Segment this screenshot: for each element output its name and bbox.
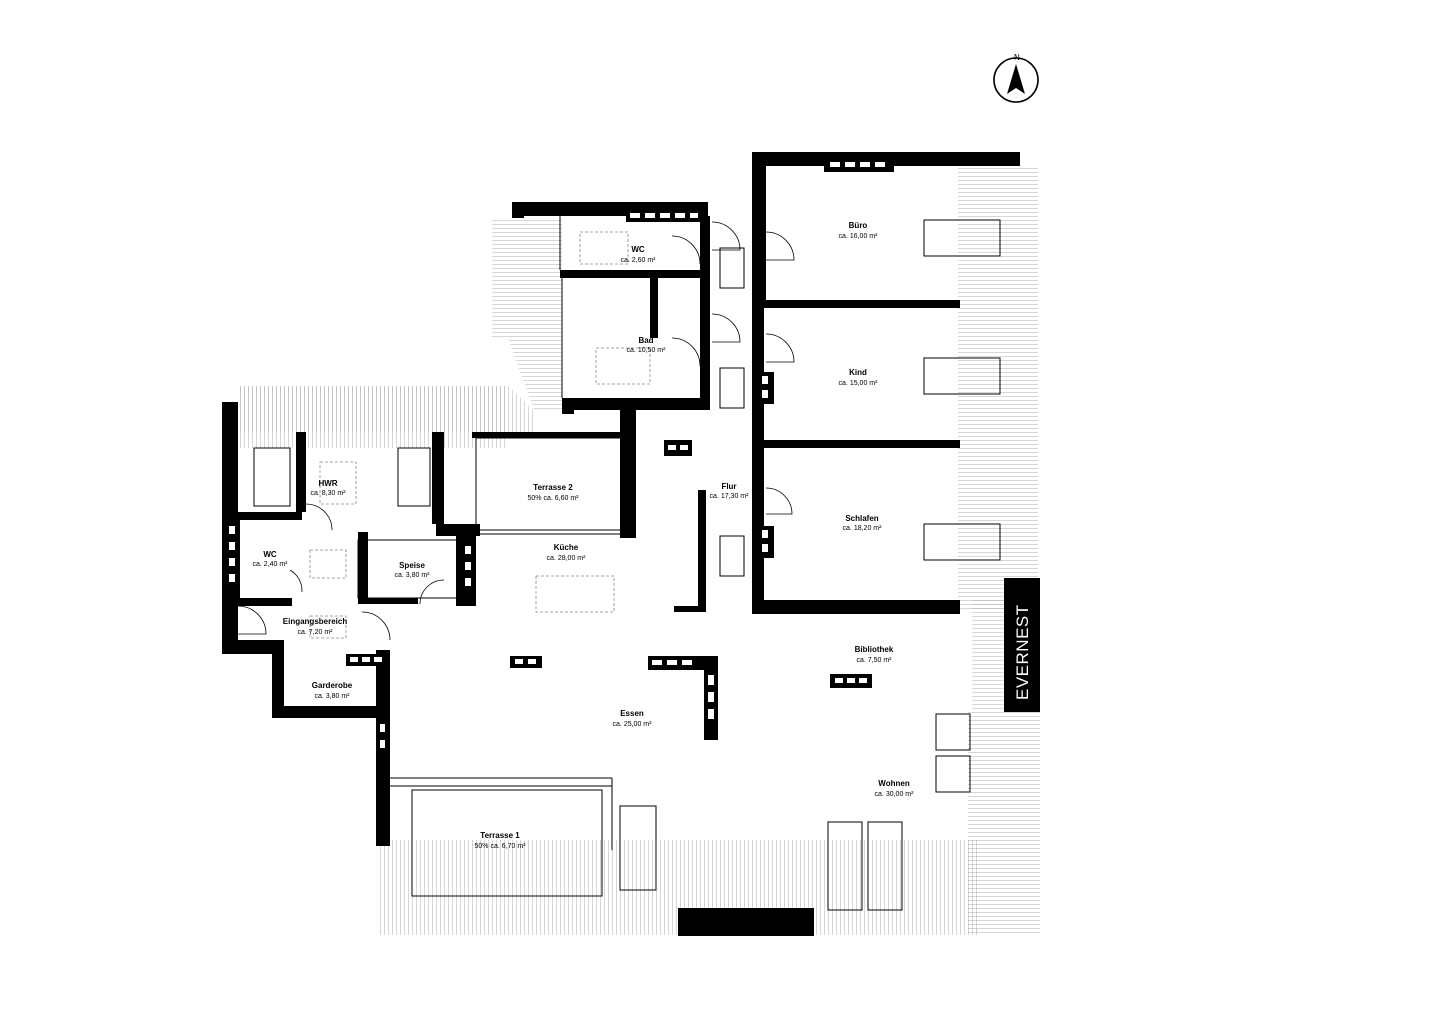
room-area: 50% ca. 6,70 m² (475, 843, 527, 850)
room-area: ca. 15,00 m² (839, 380, 879, 387)
room-area: ca. 25,00 m² (613, 721, 653, 728)
north-label: N (1014, 53, 1020, 62)
doors (237, 221, 795, 641)
room-area: ca. 28,00 m² (547, 555, 587, 562)
room-area: ca. 7,20 m² (297, 629, 333, 636)
room-name: Bibliothek (855, 645, 894, 654)
room-area: ca. 3,80 m² (314, 693, 350, 700)
room-name: WC (263, 550, 277, 559)
furniture (309, 231, 651, 639)
room-name: Speise (399, 561, 425, 570)
room-area: ca. 18,20 m² (843, 525, 883, 532)
brand-logo: EVERNEST (1013, 604, 1032, 700)
room-name: WC (631, 245, 645, 254)
room-name: Wohnen (878, 779, 910, 788)
room-area: ca. 8,30 m² (310, 490, 346, 497)
brand-bar (1004, 578, 1040, 712)
room-area: ca. 10,50 m² (627, 347, 667, 354)
room-name: Terrasse 1 (480, 831, 520, 840)
room-name: Kind (849, 368, 867, 377)
room-area: 50% ca. 6,60 m² (528, 495, 580, 502)
outlines (235, 216, 1001, 911)
room-name: Garderobe (312, 681, 353, 690)
room-name: HWR (318, 479, 337, 488)
room-labels: Büro ca. 16,00 m² WC ca. 2,60 m² Bad ca.… (252, 221, 914, 850)
room-area: ca. 7,50 m² (856, 657, 892, 664)
room-area: ca. 2,40 m² (252, 561, 288, 568)
room-area: ca. 17,30 m² (710, 493, 750, 500)
walls (222, 152, 1040, 936)
room-name: Bad (638, 336, 653, 345)
room-name: Flur (721, 482, 736, 491)
room-area: ca. 16,00 m² (839, 233, 879, 240)
room-area: ca. 30,00 m² (875, 791, 915, 798)
room-name: Küche (554, 543, 579, 552)
room-area: ca. 2,60 m² (620, 257, 656, 264)
room-area: ca. 3,80 m² (394, 572, 430, 579)
room-name: Terrasse 2 (533, 483, 573, 492)
roof-hatching (238, 165, 1040, 935)
room-name: Schlafen (845, 514, 878, 523)
room-name: Büro (849, 221, 868, 230)
room-name: Essen (620, 709, 644, 718)
north-arrow-icon: N (993, 53, 1039, 103)
room-name: Eingangsbereich (283, 617, 348, 626)
